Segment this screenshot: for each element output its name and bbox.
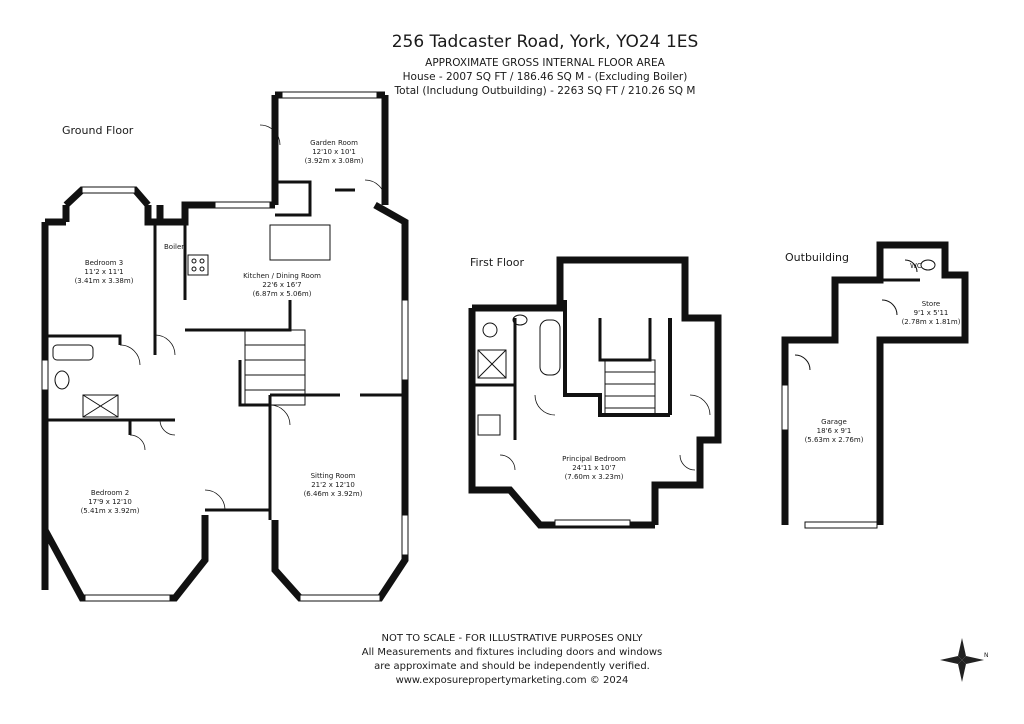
compass-north-label: N bbox=[984, 652, 989, 659]
ground-floor-plan bbox=[41, 91, 409, 602]
compass-rose-icon bbox=[940, 638, 984, 682]
first-stairs bbox=[604, 359, 656, 416]
principal-bedroom-label: Principal Bedroom 24'11 x 10'7 (7.60m x … bbox=[562, 455, 626, 481]
ground-fixtures bbox=[52, 224, 331, 418]
bedroom2-label: Bedroom 2 17'9 x 12'10 (5.41m x 3.92m) bbox=[80, 489, 140, 515]
ground-stairs bbox=[244, 329, 306, 406]
outbuilding-label: Outbuilding bbox=[785, 251, 850, 264]
garage-label: Garage 18'6 x 9'1 (5.63m x 2.76m) bbox=[804, 418, 864, 444]
bedroom3-label: Bedroom 3 11'2 x 11'1 (3.41m x 3.38m) bbox=[74, 259, 134, 285]
wc-label: WC bbox=[910, 262, 922, 270]
outbuilding-plan bbox=[781, 241, 969, 525]
ground-floor-label: Ground Floor bbox=[62, 124, 134, 137]
area-heading: APPROXIMATE GROSS INTERNAL FLOOR AREA bbox=[425, 57, 665, 69]
kitchen-label: Kitchen / Dining Room 22'6 x 16'7 (6.87m… bbox=[243, 272, 321, 298]
disclaimer-line3: are approximate and should be independen… bbox=[374, 661, 650, 672]
ground-windows bbox=[41, 91, 409, 602]
first-floor-plan bbox=[468, 256, 722, 529]
address-title: 256 Tadcaster Road, York, YO24 1ES bbox=[391, 32, 699, 52]
total-area: Total (Includung Outbuilding) - 2263 SQ … bbox=[394, 85, 696, 97]
disclaimer-line1: NOT TO SCALE - FOR ILLUSTRATIVE PURPOSES… bbox=[381, 633, 643, 644]
store-label: Store 9'1 x 5'11 (2.78m x 1.81m) bbox=[901, 300, 961, 326]
garden-room-label: Garden Room 12'10 x 10'1 (3.92m x 3.08m) bbox=[304, 139, 364, 165]
first-doors bbox=[499, 394, 711, 471]
house-area: House - 2007 SQ FT / 186.46 SQ M - (Excl… bbox=[402, 71, 688, 83]
outbuilding-fixtures bbox=[781, 259, 936, 529]
disclaimer-line2: All Measurements and fixtures including … bbox=[361, 647, 663, 658]
website-copyright: www.exposurepropertymarketing.com © 2024 bbox=[395, 675, 629, 686]
ground-doors bbox=[119, 124, 386, 511]
first-fixtures bbox=[477, 314, 631, 527]
sitting-room-label: Sitting Room 21'2 x 12'10 (6.46m x 3.92m… bbox=[303, 472, 363, 498]
first-floor-label: First Floor bbox=[470, 256, 525, 269]
boiler-label: Boiler bbox=[164, 243, 185, 251]
